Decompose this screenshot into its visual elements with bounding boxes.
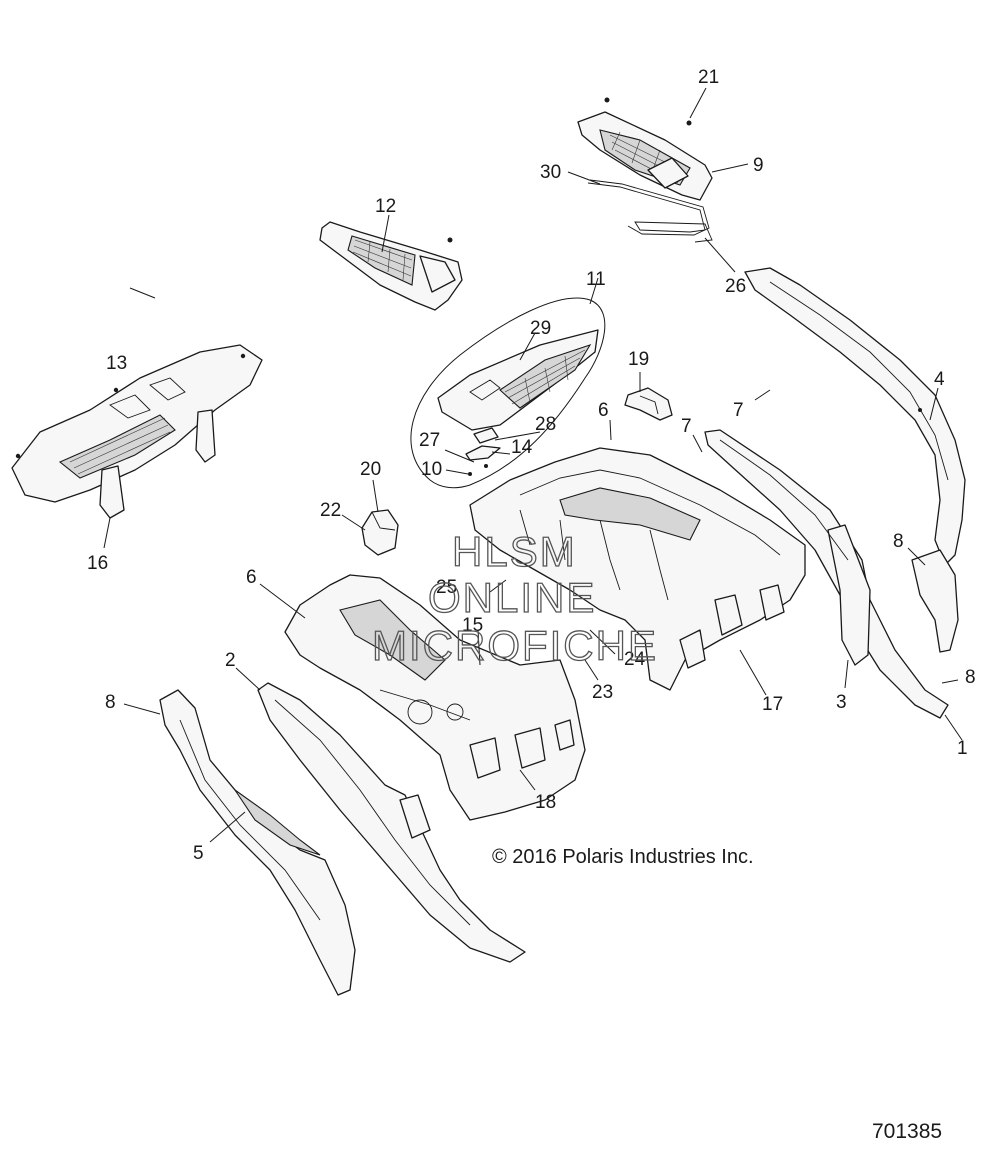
callout-c19: 19 [628, 349, 649, 370]
callout-c20: 20 [360, 459, 381, 480]
callout-c15: 15 [462, 615, 483, 636]
callout-c16: 16 [87, 553, 108, 574]
callout-c24: 24 [624, 649, 646, 670]
callout-c30: 30 [540, 162, 561, 183]
callout-c9: 9 [753, 155, 764, 176]
watermark-line1: HLSM [452, 528, 577, 575]
part-29-storage-tray [437, 329, 599, 431]
callout-c5: 5 [193, 843, 204, 864]
part-19-bracket [624, 387, 673, 421]
part-13-storage-box [11, 344, 263, 519]
watermark-line2: ONLINE [428, 574, 596, 621]
callout-c26: 26 [725, 276, 746, 297]
part-30-26-seal [587, 179, 713, 243]
callout-c1: 1 [957, 738, 968, 759]
callout-c8b: 8 [965, 667, 976, 688]
callout-c6a: 6 [598, 400, 609, 421]
callout-c7a: 7 [733, 400, 744, 421]
part-9-grille-panel [577, 97, 713, 201]
callout-c14: 14 [511, 437, 533, 458]
part-18-front-box [284, 574, 586, 821]
callout-c21: 21 [698, 67, 719, 88]
callout-c12: 12 [375, 196, 396, 217]
callout-labels: 1 2 3 4 5 6 6 7 7 8 8 8 9 10 11 12 13 14… [87, 67, 976, 864]
callout-c25: 25 [436, 577, 457, 598]
part-8-right-panel [911, 549, 959, 653]
part-27-28-14-latch [465, 427, 501, 476]
part-4-upper-rail [744, 267, 966, 566]
part-3-1-lower-rail [704, 429, 949, 719]
callout-c29: 29 [530, 318, 551, 339]
part-11-group-outline [410, 297, 606, 489]
callout-c10: 10 [421, 459, 442, 480]
callout-c3: 3 [836, 692, 847, 713]
callout-c22: 22 [320, 500, 341, 521]
callout-c27: 27 [419, 430, 440, 451]
watermark-line3: MICROFICHE [372, 622, 658, 669]
copyright-notice: © 2016 Polaris Industries Inc. [492, 846, 754, 868]
callout-c23: 23 [592, 682, 613, 703]
part-5-outer-panel [159, 689, 356, 996]
leader-lines [103, 87, 963, 843]
part-2-side-rail [257, 682, 526, 963]
callout-c4: 4 [934, 369, 945, 390]
diagram-number: 701385 [872, 1120, 943, 1143]
callout-c8a: 8 [893, 531, 904, 552]
callout-c11: 11 [586, 269, 606, 290]
callout-c28: 28 [535, 414, 556, 435]
callout-c18: 18 [535, 792, 556, 813]
callout-c13: 13 [106, 353, 127, 374]
part-17-rear-box [469, 447, 806, 691]
callout-c6b: 6 [246, 567, 257, 588]
callout-c8c: 8 [105, 692, 116, 713]
callout-c2: 2 [225, 650, 236, 671]
callout-c17: 17 [762, 694, 783, 715]
part-12-grille-panel [319, 221, 463, 311]
part-20-22-bracket [361, 509, 399, 556]
watermark: HLSM ONLINE MICROFICHE [371, 527, 658, 669]
callout-c7b: 7 [681, 416, 692, 437]
